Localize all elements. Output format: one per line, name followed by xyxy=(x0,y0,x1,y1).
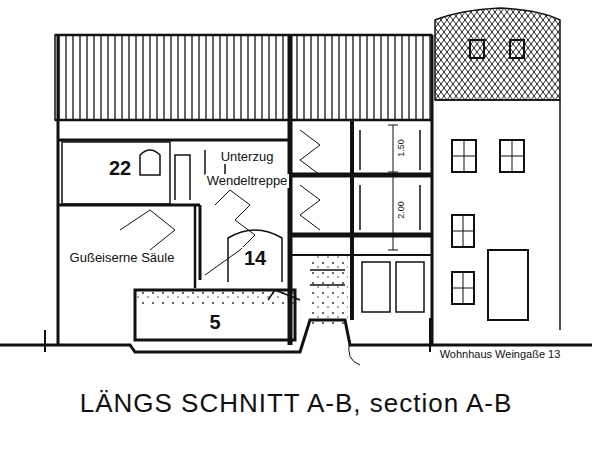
room-number: 14 xyxy=(242,247,268,269)
beam-label: Unterzug xyxy=(219,150,276,164)
column-label: Gußeiserne Säule xyxy=(68,251,177,265)
room-number: 22 xyxy=(107,157,133,179)
dimension: 2.00 xyxy=(397,199,407,221)
dimension: 1.50 xyxy=(397,137,407,159)
building-label: Wohnhaus Weingaße 13 xyxy=(438,348,563,360)
roof-hatching xyxy=(55,35,432,120)
room-number: 5 xyxy=(207,311,222,333)
caption: LÄNGS SCHNITT A-B, section A-B xyxy=(80,388,513,419)
stair-label: Wendeltreppe xyxy=(205,174,290,188)
